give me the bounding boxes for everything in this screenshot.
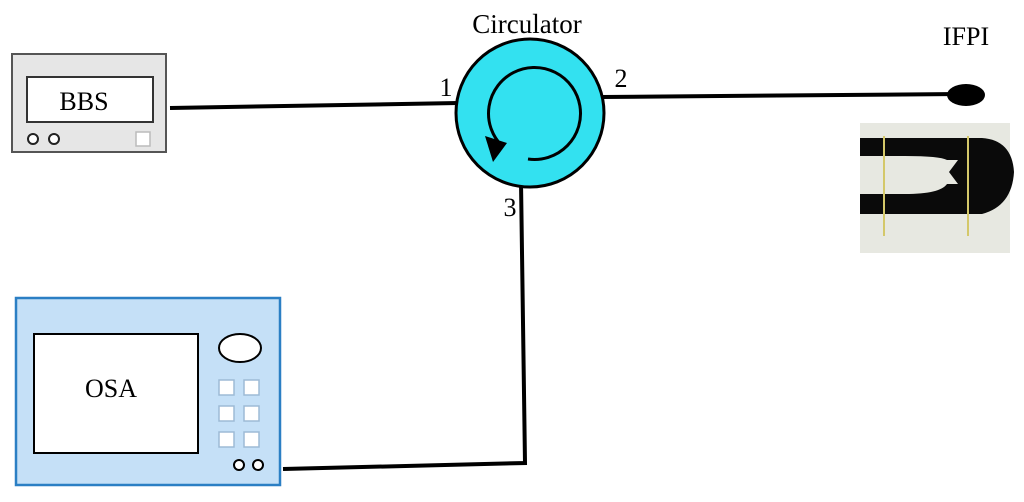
port-3-label: 3: [504, 193, 517, 222]
ifpi-micrograph: [860, 123, 1014, 253]
osa-key-6: [243, 431, 260, 448]
circulator-arrow-arc: [487, 65, 583, 161]
circulator-arrowhead: [485, 136, 507, 162]
osa-key-3: [218, 405, 235, 422]
fiber-circulator-osa: [282, 181, 528, 471]
osa-key-2: [243, 379, 260, 396]
fiber-circulator-ifpi: [601, 92, 961, 99]
circulator: Circulator 1 2 3: [440, 9, 628, 222]
ifpi-label: IFPI: [943, 22, 989, 51]
osa-key-1: [218, 379, 235, 396]
bbs-display: [26, 76, 154, 123]
micrograph-fiber-shape: [860, 138, 1014, 214]
osa-key-4: [243, 405, 260, 422]
bbs-port: [135, 131, 151, 147]
osa-key-5: [218, 431, 235, 448]
osa-label: OSA: [85, 374, 137, 403]
ifpi-tip: [947, 84, 985, 106]
circulator-label: Circulator: [472, 9, 581, 39]
bbs-knob-2: [48, 133, 60, 145]
port-1-label: 1: [440, 73, 453, 102]
osa-button-2: [252, 459, 264, 471]
osa-button-1: [233, 459, 245, 471]
osa-screen: [33, 333, 199, 454]
port-2-label: 2: [615, 64, 628, 93]
bbs-label: BBS: [59, 87, 108, 116]
bbs-knob-1: [27, 133, 39, 145]
osa-knob: [218, 333, 262, 363]
bbs-instrument: BBS: [11, 53, 167, 153]
fiber-bbs-circulator: [169, 101, 459, 110]
osa-instrument: OSA: [14, 296, 282, 487]
